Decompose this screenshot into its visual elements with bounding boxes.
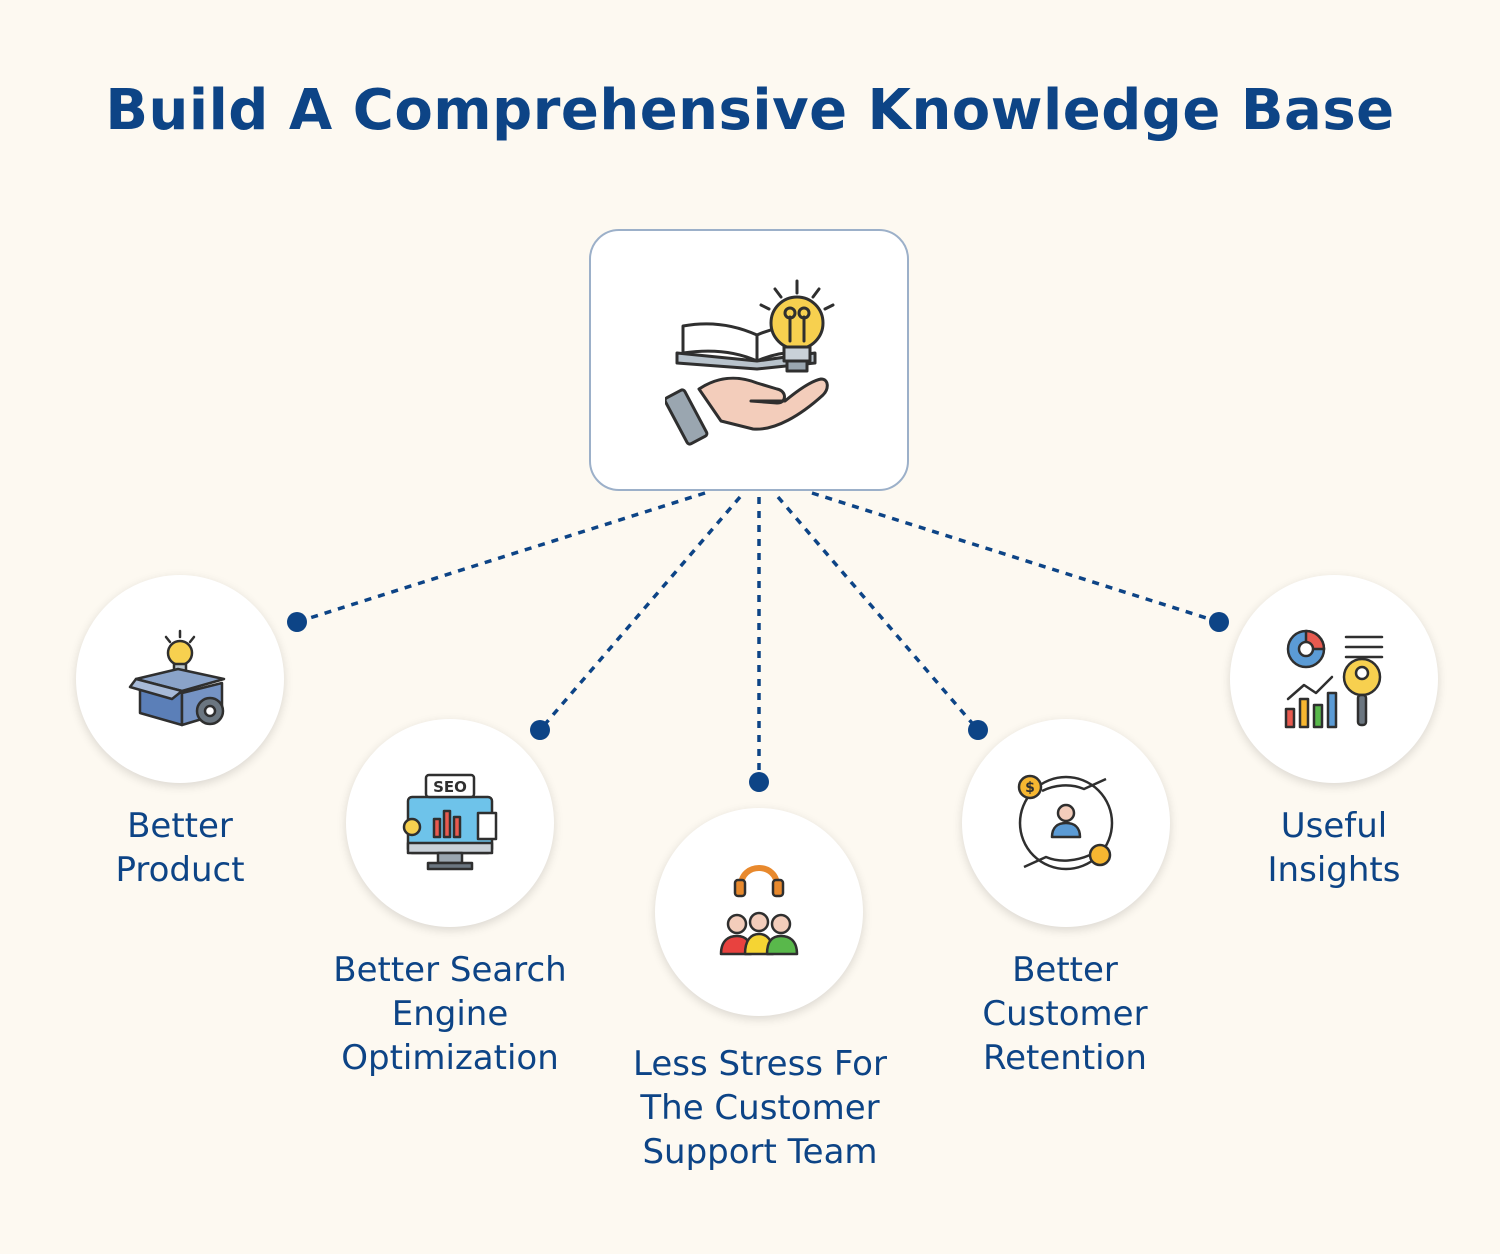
connector-dot-support-team (749, 772, 769, 792)
connector-better-product (296, 491, 706, 624)
analytics-insights-icon (1284, 629, 1384, 729)
connector-dot-retention (968, 720, 988, 740)
node-better-product (76, 575, 284, 783)
label-customer-retention: Better Customer Retention (982, 950, 1148, 1078)
book-lightbulb-hand-icon (665, 279, 835, 446)
connector-insights (811, 491, 1220, 624)
node-seo: SEO (346, 719, 554, 927)
knowledge-base-hub (589, 229, 909, 491)
label-useful-insights: Useful Insights (1267, 806, 1401, 890)
connector-dot-seo (530, 720, 550, 740)
connector-dot-better-product (287, 612, 307, 632)
node-useful-insights (1230, 575, 1438, 783)
support-team-headset-icon (719, 865, 799, 956)
svg-text:$: $ (1025, 780, 1035, 796)
label-support-team: Less Stress For The Customer Support Tea… (633, 1044, 887, 1172)
box-lightbulb-gear-icon (128, 629, 226, 727)
connector-dot-insights (1209, 612, 1229, 632)
node-customer-retention: $ (962, 719, 1170, 927)
connector-retention (776, 495, 980, 732)
label-seo: Better Search Engine Optimization (333, 950, 567, 1078)
connector-seo (538, 495, 742, 732)
svg-text:SEO: SEO (433, 778, 467, 796)
page-title: Build A Comprehensive Knowledge Base (105, 78, 1395, 143)
seo-monitor-icon: SEO (402, 773, 498, 871)
customer-retention-hands-icon: $ (1017, 774, 1114, 871)
label-better-product: Better Product (115, 806, 245, 890)
node-support-team (655, 808, 863, 1016)
